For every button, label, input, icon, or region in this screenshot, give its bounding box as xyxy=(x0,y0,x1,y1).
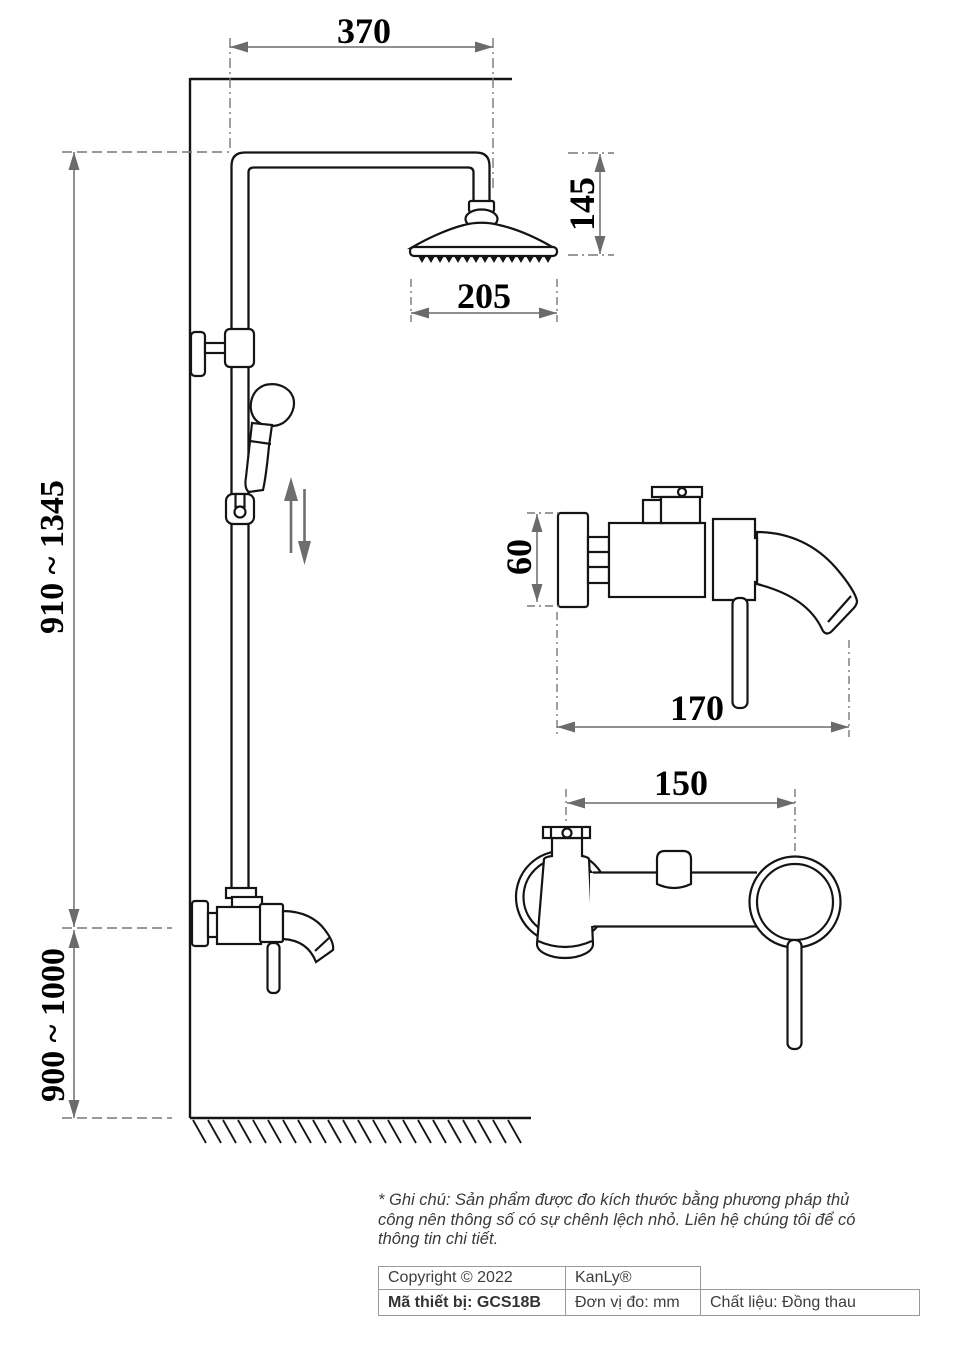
dim-145-label: 145 xyxy=(562,177,602,231)
table-cell-model: Mã thiết bị: GCS18B xyxy=(378,1289,566,1316)
dim-145-ref-lines xyxy=(568,152,614,256)
arrow-down-icon xyxy=(68,909,80,927)
valve-wall-flange xyxy=(190,899,210,948)
shower-nozzles xyxy=(418,256,552,263)
mixer-valve-main-view xyxy=(190,886,335,995)
front-spout-tube xyxy=(535,836,595,960)
side-stub xyxy=(586,535,611,585)
side-spout xyxy=(755,530,859,635)
up-arrow-icon xyxy=(284,477,298,501)
slider-knob xyxy=(233,505,247,519)
rain-shower-head xyxy=(406,199,559,258)
arrow-down-icon xyxy=(594,236,606,254)
dim-205-label: 205 xyxy=(457,276,511,316)
side-wall-flange xyxy=(556,511,590,609)
dim-60: 60 xyxy=(499,512,560,607)
shower-head-plate xyxy=(408,245,559,258)
arrow-down-icon xyxy=(531,584,543,602)
arrow-right-icon xyxy=(539,307,557,319)
dim-145: 145 xyxy=(562,152,614,256)
table-cell-material: Chất liệu: Đồng thau xyxy=(700,1289,920,1316)
arrow-right-icon xyxy=(777,797,795,809)
down-arrow-icon xyxy=(298,541,311,565)
arrow-left-icon xyxy=(557,721,575,733)
front-spout-rim xyxy=(537,939,593,949)
front-bracket-tabs xyxy=(549,827,584,838)
floor-hatching xyxy=(192,1119,522,1144)
slider-stem xyxy=(234,492,246,509)
table-cell-brand: KanLy® xyxy=(565,1266,701,1290)
arrow-left-icon xyxy=(567,797,585,809)
valve-handle xyxy=(266,941,281,995)
dim-170: 170 xyxy=(556,612,850,737)
table-cell-copyright: Copyright © 2022 xyxy=(378,1266,566,1290)
shower-head-cone xyxy=(406,221,559,250)
wall-bracket xyxy=(189,327,256,378)
dim-900-label: 900 ~ 1000 xyxy=(35,948,72,1102)
dim-370-label: 370 xyxy=(337,11,391,51)
front-diverter-knob xyxy=(655,849,693,890)
front-bracket-screw xyxy=(561,827,573,839)
riser-pipe xyxy=(230,151,491,891)
measurement-note: * Ghi chú: Sản phẩm được đo kích thước b… xyxy=(378,1191,856,1248)
dim-910-1345: 910 ~ 1345 xyxy=(34,151,229,929)
handle-joint-line xyxy=(249,439,272,446)
dim-170-label: 170 xyxy=(670,688,724,728)
dim-370-extension-lines xyxy=(229,38,494,192)
dim-60-ref-lines xyxy=(527,512,560,607)
side-spout-tip-line xyxy=(827,595,852,623)
dim-150: 150 xyxy=(565,763,796,855)
wall-and-floor xyxy=(188,77,531,1120)
mixer-valve-side-view xyxy=(556,485,859,710)
side-handle xyxy=(731,596,749,710)
dim-150-label: 150 xyxy=(654,763,708,803)
arrow-down-icon xyxy=(68,1100,80,1118)
arrow-left-icon xyxy=(411,307,429,319)
shower-system-diagram: 370 145 205 910 ~ 1345 900 ~ 1000 xyxy=(34,11,859,1144)
arrow-up-icon xyxy=(68,930,80,948)
side-coupling xyxy=(711,517,759,602)
bracket-wall-knob xyxy=(189,330,207,378)
valve-right-fitting xyxy=(258,902,285,944)
arrow-up-icon xyxy=(594,154,606,172)
slider-clamp xyxy=(224,492,256,526)
spout xyxy=(281,909,335,964)
side-diverter-body xyxy=(659,495,702,525)
front-lever xyxy=(786,938,803,1051)
arrow-right-icon xyxy=(831,721,849,733)
bracket-pipe-block xyxy=(223,327,256,369)
mixer-valve-front-view xyxy=(514,825,842,1051)
dim-370: 370 xyxy=(229,11,494,192)
dim-910-label: 910 ~ 1345 xyxy=(34,480,71,634)
side-diverter-screw xyxy=(676,486,688,498)
arrow-up-icon xyxy=(68,152,80,170)
front-handle-inner xyxy=(755,862,835,942)
dim-900-1000: 900 ~ 1000 xyxy=(35,930,172,1119)
dim-205-extension-lines xyxy=(410,279,558,322)
side-body xyxy=(607,521,707,599)
dim-60-label: 60 xyxy=(499,539,539,575)
slide-direction-arrows xyxy=(284,477,311,565)
valve-body xyxy=(215,905,263,946)
hand-shower xyxy=(244,383,296,494)
dim-170-extension-lines xyxy=(556,612,850,737)
dim-150-extension-lines xyxy=(565,789,796,855)
table-cell-unit: Đơn vị đo: mm xyxy=(565,1289,701,1316)
dim-205: 205 xyxy=(410,276,558,322)
arrow-right-icon xyxy=(475,41,493,53)
arrow-left-icon xyxy=(230,41,248,53)
spout-tip-line xyxy=(314,937,330,952)
hand-shower-head xyxy=(249,383,296,428)
arrow-up-icon xyxy=(531,514,543,532)
side-stub-lines xyxy=(588,550,609,569)
